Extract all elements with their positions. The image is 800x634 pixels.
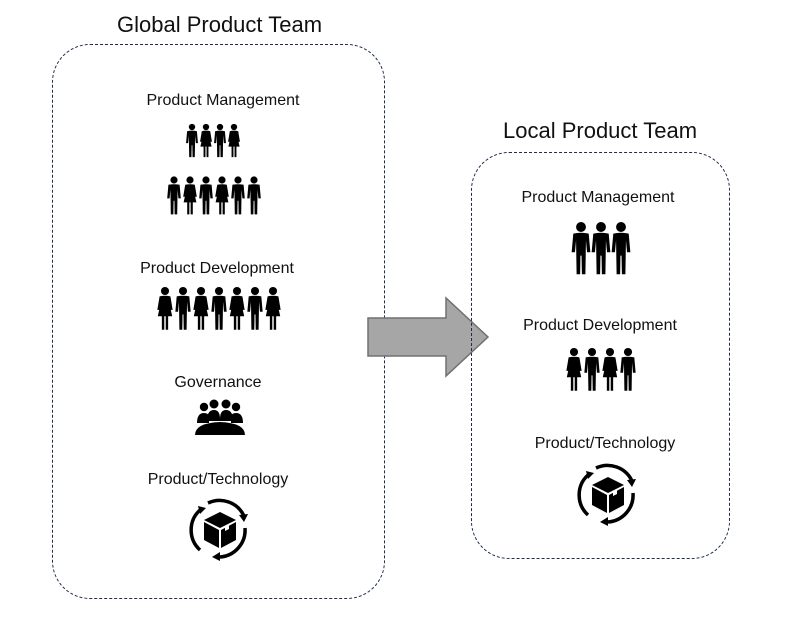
box-cycle-icon <box>572 459 644 531</box>
global-product-development-label: Product Development <box>140 260 294 277</box>
local-team-box <box>471 152 730 559</box>
people-pyramid-icon <box>166 122 266 220</box>
governance-label: Governance <box>174 374 262 391</box>
local-product-technology-label: Product/Technology <box>534 435 676 452</box>
box-cycle-icon <box>184 494 256 566</box>
global-product-management-label: Product Management <box>146 92 300 109</box>
local-product-management-label: Product Management <box>521 189 675 206</box>
right-arrow-icon <box>366 296 492 380</box>
people-row-icon <box>565 346 641 394</box>
global-team-title: Global Product Team <box>117 12 323 37</box>
meeting-table-icon <box>194 399 246 435</box>
local-team-title: Local Product Team <box>503 118 698 143</box>
people-row-icon <box>156 285 286 333</box>
global-product-technology-label: Product/Technology <box>147 471 289 488</box>
local-product-development-label: Product Development <box>523 317 677 334</box>
people-trio-icon <box>570 220 632 278</box>
